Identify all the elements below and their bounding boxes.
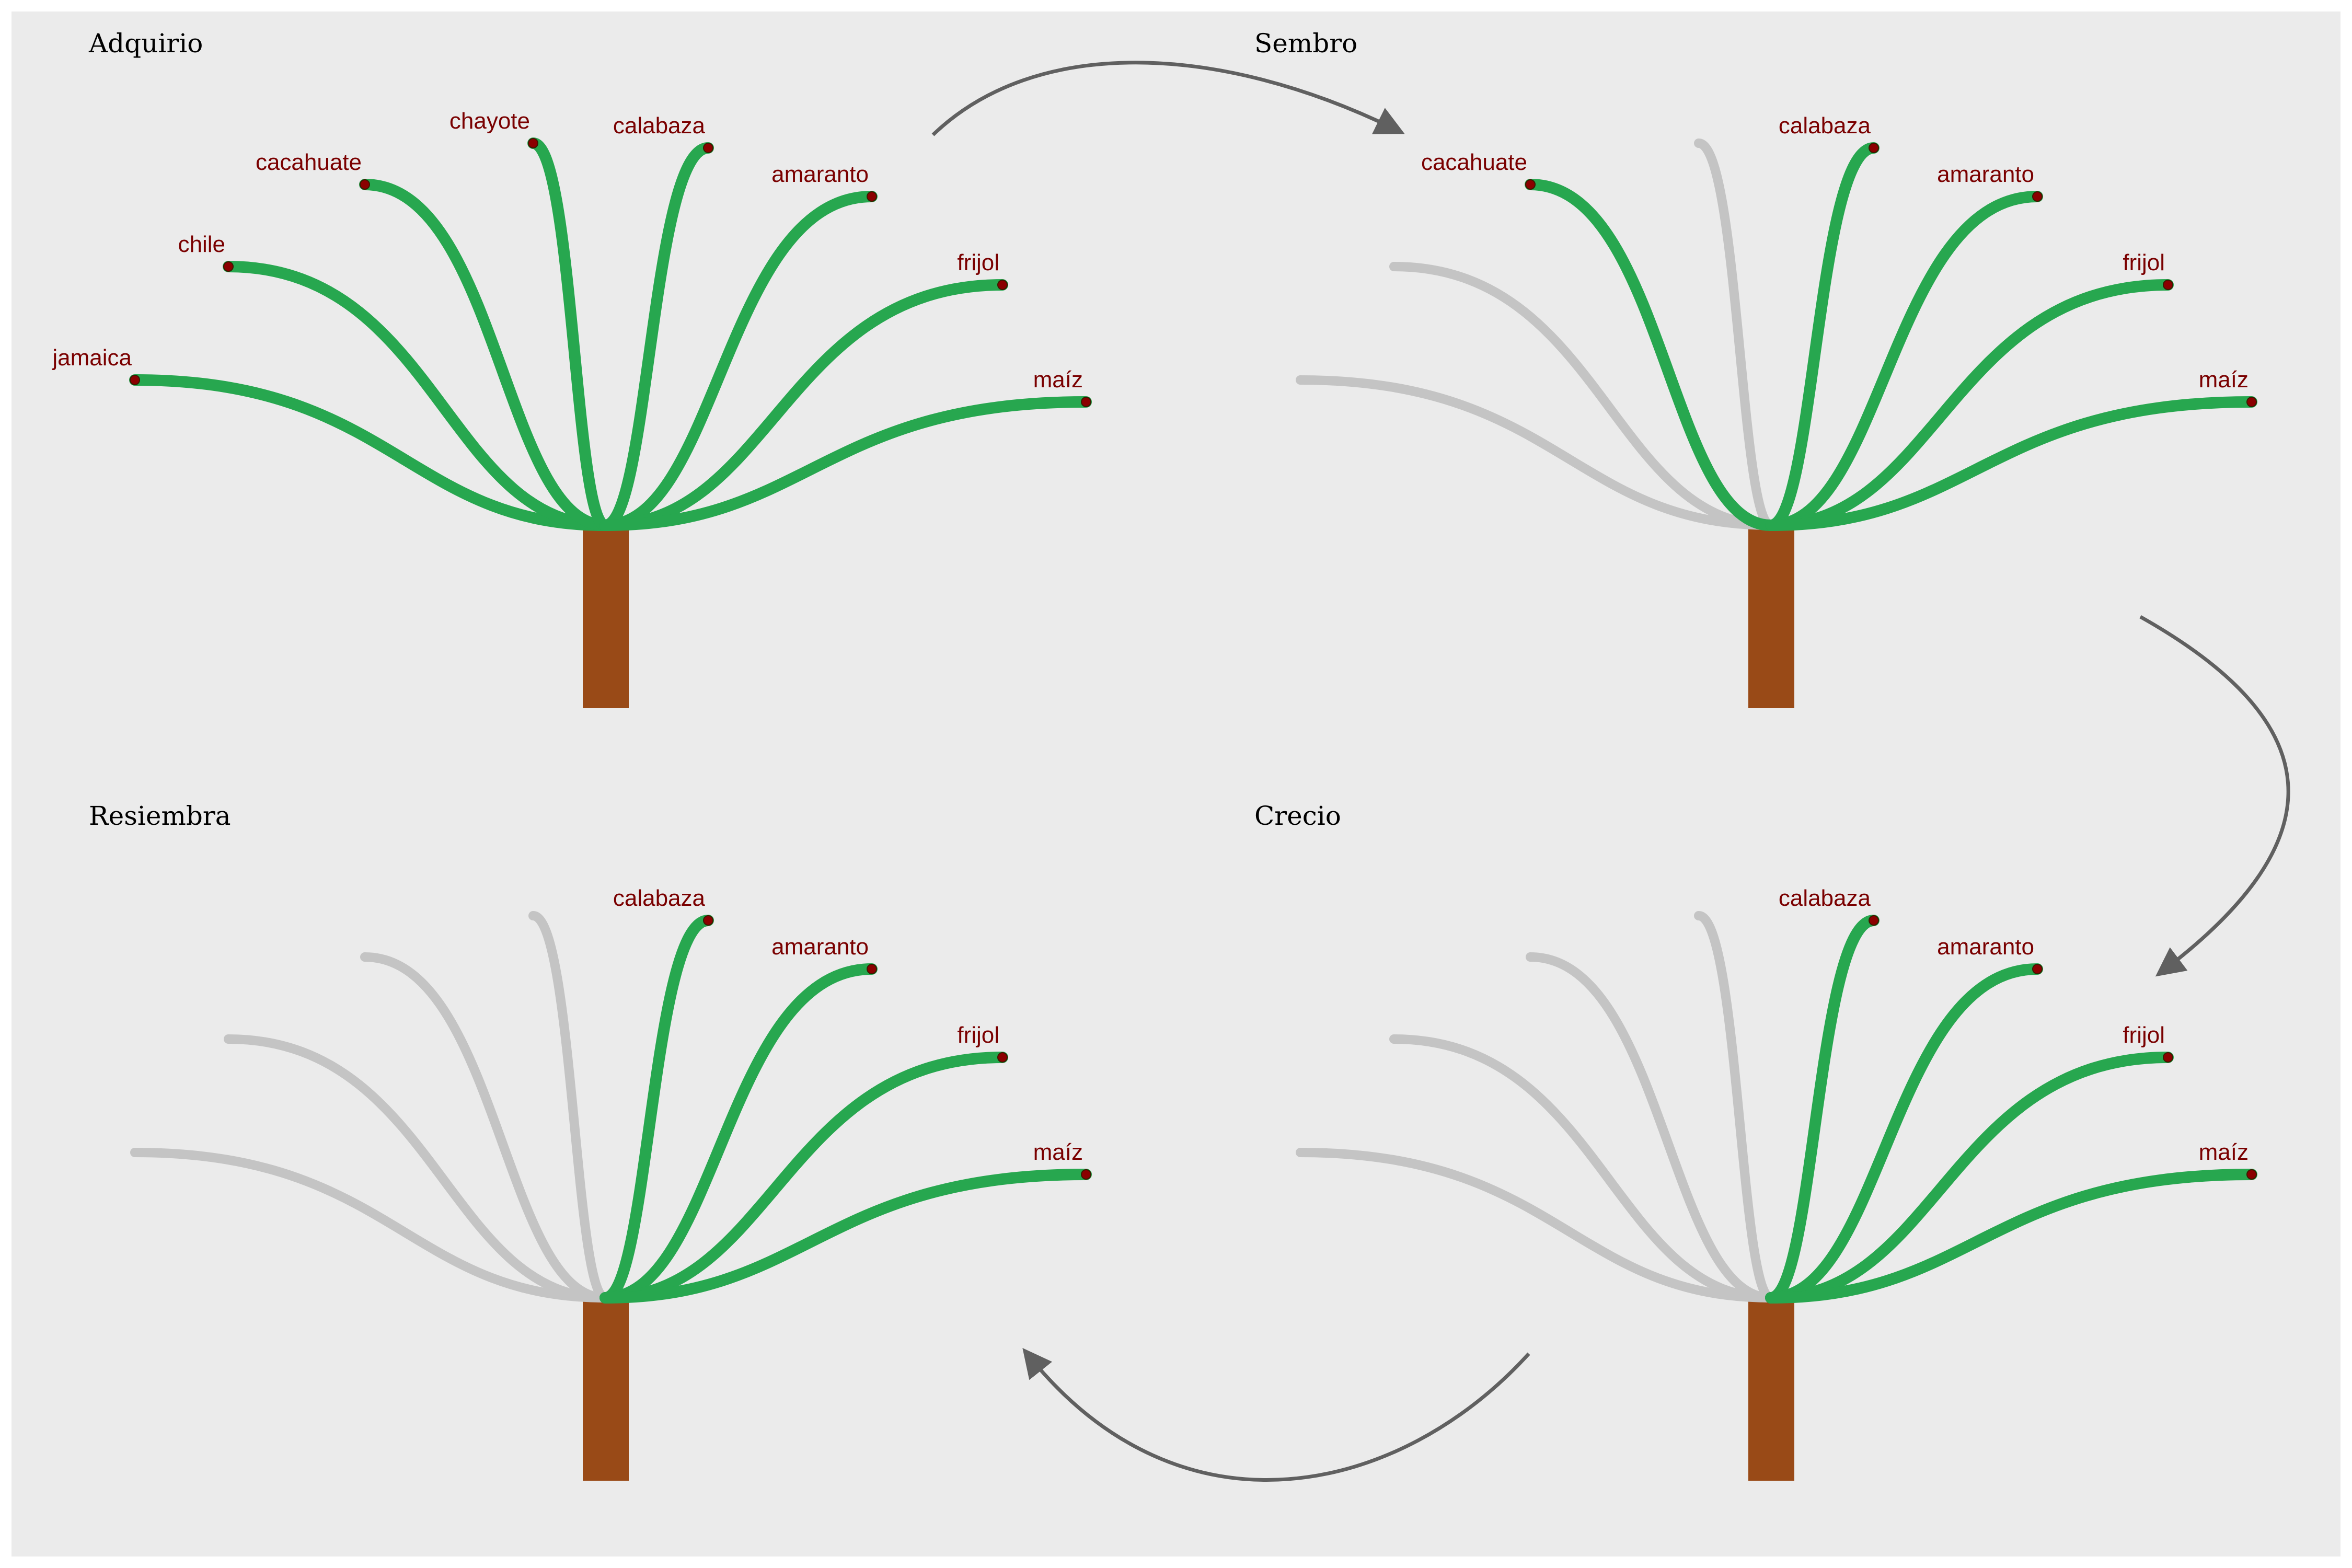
crop-label-calabaza: calabaza [1779, 113, 1871, 139]
branch-tip-calabaza [703, 915, 713, 926]
branch-calabaza [1765, 142, 1880, 531]
crop-label-maiz: maíz [2199, 367, 2249, 393]
cycle-arrows [931, 61, 2290, 1482]
branch-tip-frijol [997, 1052, 1008, 1063]
branch-tip-amaranto [2032, 191, 2043, 202]
branch-tip-chayote [528, 138, 538, 148]
crop-label-amaranto: amaranto [771, 934, 869, 960]
branch-cacahuate [359, 179, 611, 531]
arrow-adquirio-to-sembro [931, 61, 1405, 136]
crop-label-calabaza: calabaza [613, 885, 706, 911]
crop-label-chayote: chayote [449, 108, 530, 134]
branch-jamaica [1296, 375, 1775, 530]
branch-tip-frijol [2163, 280, 2173, 290]
tree-trunk [583, 1298, 629, 1481]
branch-tip-frijol [2163, 1052, 2173, 1063]
crop-label-frijol: frijol [2123, 1022, 2165, 1048]
branch-tip-maiz [2246, 1169, 2257, 1180]
branch-jamaica [130, 1148, 610, 1302]
crop-label-amaranto: amaranto [771, 162, 869, 187]
branch-tip-maiz [2246, 397, 2257, 407]
branch-calabaza [599, 142, 714, 531]
diagram-background [11, 11, 2341, 1557]
tree-trunk [583, 525, 629, 708]
crop-label-calabaza: calabaza [1779, 885, 1871, 911]
crop-label-maiz: maíz [1033, 367, 1083, 393]
panel-title: Adquirio [88, 28, 203, 59]
panel-sembro: Sembro cacahuate calabaza amaranto frijol maí… [1254, 28, 2257, 708]
branch-maiz [1765, 1169, 2257, 1304]
branch-chayote [1694, 911, 1775, 1302]
branch-chayote [527, 137, 611, 531]
branch-tip-amaranto [867, 191, 877, 202]
branch-tip-calabaza [703, 143, 713, 153]
crop-label-calabaza: calabaza [613, 113, 706, 139]
branch-cacahuate [1526, 952, 1775, 1302]
crop-label-frijol: frijol [957, 250, 999, 275]
panel-crecio: Crecio calabaza amaranto frijol maíz [1254, 801, 2257, 1481]
branch-tip-amaranto [2032, 964, 2043, 974]
crop-label-frijol: frijol [957, 1022, 999, 1048]
branch-chile [1389, 1034, 1775, 1302]
crop-label-frijol: frijol [2123, 250, 2165, 275]
arrow-sembro-to-crecio [2139, 615, 2290, 977]
tree-trunk [1748, 525, 1794, 708]
crop-label-maiz: maíz [2199, 1139, 2249, 1165]
crop-label-jamaica: jamaica [51, 345, 132, 371]
branch-chayote [1694, 139, 1775, 530]
crop-label-cacahuate: cacahuate [256, 149, 362, 175]
branch-tip-calabaza [1869, 143, 1879, 153]
branch-frijol [599, 1052, 1008, 1304]
branch-tip-maiz [1081, 397, 1091, 407]
branch-chayote [528, 911, 610, 1302]
panel-adquirio: Adquirio jamaica chile cacahuate chayote cala… [51, 28, 1092, 708]
branch-frijol [1765, 279, 2174, 531]
panel-title: Sembro [1254, 28, 1357, 59]
branch-tip-cacahuate [360, 179, 370, 190]
branch-calabaza [1765, 915, 1880, 1304]
branch-chile [224, 1034, 610, 1302]
crop-label-cacahuate: cacahuate [1421, 149, 1527, 175]
branch-frijol [599, 279, 1008, 531]
panel-resiembra: Resiembra calabaza amaranto frijol maíz [89, 801, 1092, 1481]
branch-maiz [599, 1169, 1092, 1304]
branch-amaranto [599, 191, 878, 531]
branch-amaranto [1765, 191, 2043, 531]
branch-tip-cacahuate [1525, 179, 1536, 190]
branch-tip-calabaza [1869, 915, 1879, 926]
branch-chile [1389, 262, 1775, 530]
branch-chile [223, 261, 611, 531]
panels: Adquirio jamaica chile cacahuate chayote cala… [51, 28, 2257, 1481]
branch-tip-amaranto [867, 964, 877, 974]
branch-amaranto [1765, 963, 2043, 1304]
branch-tip-jamaica [130, 375, 140, 385]
branch-tip-frijol [997, 280, 1008, 290]
crop-label-amaranto: amaranto [1937, 934, 2034, 960]
branch-amaranto [599, 963, 878, 1304]
branch-tip-chile [223, 261, 234, 272]
panel-title: Resiembra [89, 801, 231, 831]
branch-cacahuate [360, 952, 610, 1302]
arrow-crecio-to-resiembra [1022, 1348, 1530, 1482]
branch-maiz [599, 396, 1092, 531]
branch-jamaica [1296, 1148, 1775, 1302]
panel-title: Crecio [1254, 801, 1341, 831]
branch-maiz [1765, 396, 2257, 531]
branch-tip-maiz [1081, 1169, 1091, 1180]
branch-calabaza [599, 915, 714, 1304]
crop-label-maiz: maíz [1033, 1139, 1083, 1165]
branch-jamaica [129, 374, 611, 531]
branch-frijol [1765, 1052, 2174, 1304]
crop-label-chile: chile [178, 232, 226, 257]
crop-label-amaranto: amaranto [1937, 162, 2034, 187]
branch-cacahuate [1525, 179, 1777, 531]
tree-trunk [1748, 1298, 1794, 1481]
